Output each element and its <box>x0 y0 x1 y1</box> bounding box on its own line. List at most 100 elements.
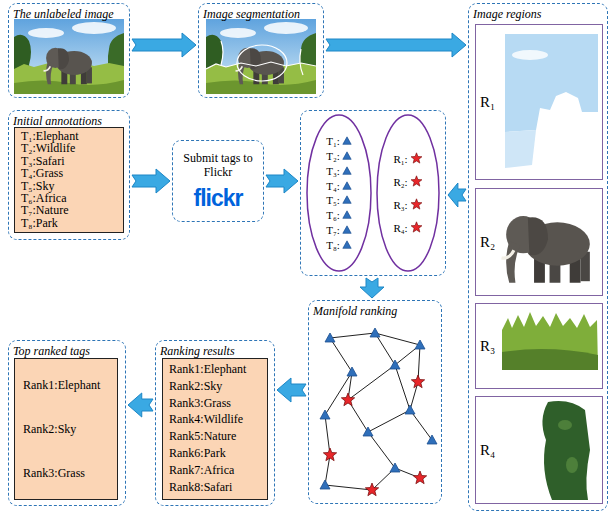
region-label: R₄ <box>480 442 495 459</box>
symbol-label: T₁: <box>326 135 340 147</box>
tag-item: T₈:Park <box>21 217 58 229</box>
triangle-symbol <box>343 196 351 204</box>
tag-ellipse: R₁: R₂: R₃: R₄: <box>376 114 440 272</box>
symbol-label: R₄: <box>393 222 407 234</box>
photo-scene <box>14 19 124 94</box>
ellipse-outline <box>307 115 371 271</box>
tag-vertex <box>390 463 400 472</box>
tag-item: T₂:Wildlife <box>21 142 75 154</box>
tag-vertex <box>427 435 437 444</box>
triangle-symbol <box>343 181 351 189</box>
tag-item: Rank1:Elephant <box>169 361 246 378</box>
segment-outlines <box>206 41 316 81</box>
region-panel: R₂ <box>475 188 603 296</box>
box-heading: Manifold ranking <box>309 303 401 320</box>
symbol-label: R₂: <box>393 176 407 188</box>
region-panel: R₃ <box>475 303 603 389</box>
triangle-symbol <box>343 241 351 249</box>
tag-vertex <box>415 340 425 349</box>
block-arrow <box>326 33 466 57</box>
triangle-symbol <box>342 195 352 205</box>
tag-item: Rank4:Wildlife <box>169 411 243 428</box>
region-sky <box>505 34 598 168</box>
dashed-box: Submit tags to Flickrflickr <box>172 140 264 222</box>
segment-line <box>237 45 287 81</box>
manifold-vertices <box>320 328 437 496</box>
block-arrow <box>360 278 384 298</box>
tag-item: Rank2:Sky <box>23 423 109 435</box>
triangle-symbol <box>342 166 352 176</box>
leaf-spot <box>566 457 578 473</box>
dashed-box: Image segmentation <box>198 3 324 98</box>
region-label: R₃ <box>480 338 495 355</box>
triangle-symbol <box>342 136 352 146</box>
tag-vertex <box>320 480 330 489</box>
tag-vertex <box>320 410 330 419</box>
symbol-row: T₈: <box>326 239 352 251</box>
tag-item: T₅:Sky <box>21 180 55 192</box>
symbol-row: R₄: <box>393 221 422 234</box>
graph-link <box>410 410 432 440</box>
graph-link <box>368 432 395 468</box>
star-symbol <box>410 152 423 165</box>
dashed-box: Ranking resultsRank1:ElephantRank2:SkyRa… <box>155 340 275 506</box>
tag-vertex <box>325 333 335 342</box>
symbol-row: T₆: <box>326 209 352 221</box>
graph-link <box>375 333 420 345</box>
ellipse-outline <box>376 114 440 272</box>
sky-region <box>505 130 536 168</box>
region-vertex <box>411 375 424 388</box>
symbol-label: T₆: <box>326 209 340 221</box>
symbol-label: T₃: <box>326 165 340 177</box>
region-vertex <box>323 448 336 461</box>
leaf-spot <box>558 420 572 430</box>
region-label: R₁ <box>480 94 495 111</box>
photo-scene <box>206 19 316 94</box>
tree-region <box>542 401 590 500</box>
symbol-label: R₁: <box>393 153 407 165</box>
tag-item: Rank6:Park <box>169 445 226 462</box>
region-panel: R₁ <box>475 24 603 180</box>
star-symbol <box>411 222 422 232</box>
symbol-label: R₃: <box>393 199 407 211</box>
tag-list-box: T₁:ElephantT₂:WildlifeT₃:SafariT₄:GrassT… <box>14 127 124 233</box>
symbol-row: T₄: <box>326 180 352 192</box>
symbol-label: T₄: <box>326 180 340 192</box>
tag-ellipse: T₁:T₂:T₃:T₄:T₅:T₆:T₇:T₈: <box>306 114 372 272</box>
segment-line <box>300 49 303 75</box>
sky-region <box>505 34 598 132</box>
star-symbol <box>410 221 423 234</box>
symbol-row: R₃: <box>393 198 422 211</box>
tag-vertex <box>347 367 357 376</box>
tag-item: T₇:Nature <box>21 204 69 216</box>
unlabeled-photo <box>14 19 124 94</box>
dashed-box: Initial annotationsT₁:ElephantT₂:Wildlif… <box>8 110 130 240</box>
region-elephant <box>502 216 590 283</box>
cloud <box>512 50 548 60</box>
triangle-symbol <box>342 151 352 161</box>
tag-item: Rank1:Elephant <box>23 379 109 391</box>
star-symbol <box>411 176 422 186</box>
tag-vertex <box>405 405 415 414</box>
triangle-symbol <box>343 211 351 219</box>
tag-item: Rank2:Sky <box>169 378 222 395</box>
dashed-box: T₁:T₂:T₃:T₄:T₅:T₆:T₇:T₈:R₁:R₂:R₃:R₄: <box>300 110 446 276</box>
tag-item: Rank7:Africa <box>169 462 234 479</box>
region-vertex <box>365 483 378 496</box>
symbol-label: T₈: <box>326 239 340 251</box>
symbol-row: T₅: <box>326 194 352 206</box>
dashed-box: Image regionsR₁R₂R₃R₄ <box>468 3 608 511</box>
tag-item: Rank3:Grass <box>169 395 231 412</box>
segment-line <box>221 41 223 65</box>
triangle-symbol <box>342 210 352 220</box>
block-arrow <box>266 169 298 193</box>
tag-item: Rank3:Grass <box>23 467 109 479</box>
tag-item: T₃:Safari <box>21 155 65 167</box>
graph-link <box>330 333 375 338</box>
dashed-box: The unlabeled image <box>8 3 130 98</box>
symbol-label: T₂: <box>326 150 340 162</box>
tag-item: T₆:Africa <box>21 192 67 204</box>
region-vertex <box>413 471 426 484</box>
graph-link <box>395 365 410 410</box>
